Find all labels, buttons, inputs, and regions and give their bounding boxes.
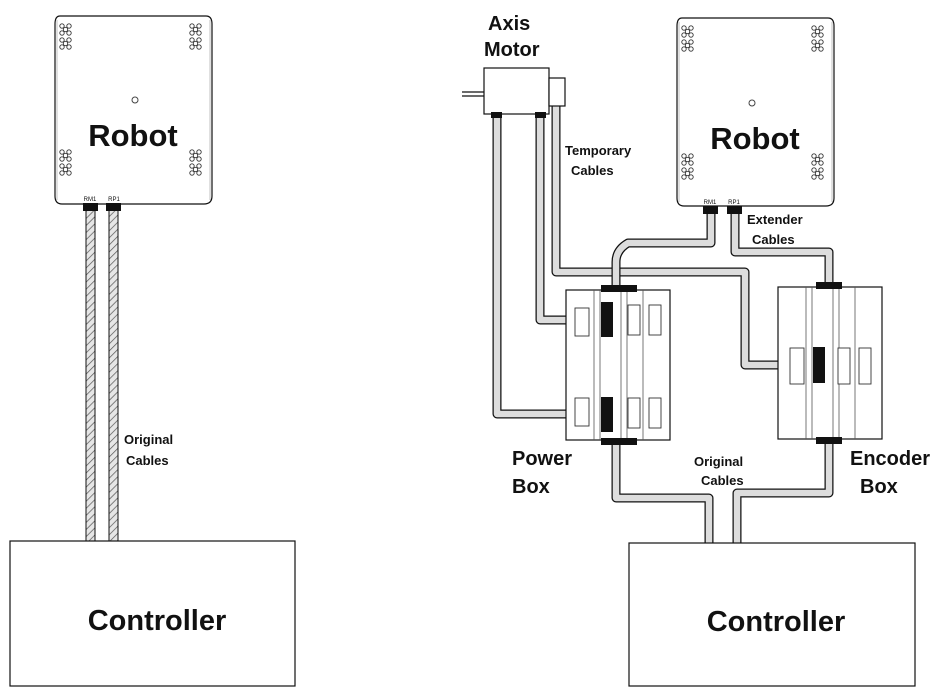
left-cables-label-line2: Cables bbox=[126, 453, 169, 468]
left-cables-label-line1: Original bbox=[124, 432, 173, 447]
axis-motor bbox=[462, 67, 566, 118]
right-rp1-connector-label: RP1 bbox=[728, 200, 740, 206]
encoder-box-label-line1: Encoder bbox=[850, 448, 930, 470]
axis-motor-label-line2: Motor bbox=[484, 39, 540, 61]
right-controller-label: Controller bbox=[707, 606, 846, 638]
left-robot-label: Robot bbox=[88, 118, 178, 153]
left-original-cables bbox=[85, 208, 119, 543]
left-rp1-connector-label: RP1 bbox=[108, 197, 120, 203]
right-rm1-connector-label: RM1 bbox=[704, 200, 717, 206]
temporary-cables-label-line1: Temporary bbox=[565, 143, 632, 158]
power-box bbox=[565, 285, 671, 445]
right-robot-label: Robot bbox=[710, 121, 800, 156]
right-original-cables-label-line2: Cables bbox=[701, 473, 744, 488]
right-original-cables-label-line1: Original bbox=[694, 454, 743, 469]
right-robot bbox=[676, 17, 835, 214]
axis-motor-label-line1: Axis bbox=[488, 13, 530, 35]
left-robot bbox=[54, 15, 213, 211]
left-controller-label: Controller bbox=[88, 605, 227, 637]
encoder-box bbox=[777, 282, 883, 444]
left-controller bbox=[9, 540, 296, 687]
left-rm1-connector-label: RM1 bbox=[84, 197, 97, 203]
power-box-label-line2: Box bbox=[512, 476, 550, 498]
right-controller bbox=[628, 542, 916, 687]
extender-cables-label-line2: Cables bbox=[752, 232, 795, 247]
extender-cables-label-line1: Extender bbox=[747, 212, 803, 227]
power-box-label-line1: Power bbox=[512, 448, 572, 470]
temporary-cables-label-line2: Cables bbox=[571, 163, 614, 178]
encoder-box-label-line2: Box bbox=[860, 476, 898, 498]
